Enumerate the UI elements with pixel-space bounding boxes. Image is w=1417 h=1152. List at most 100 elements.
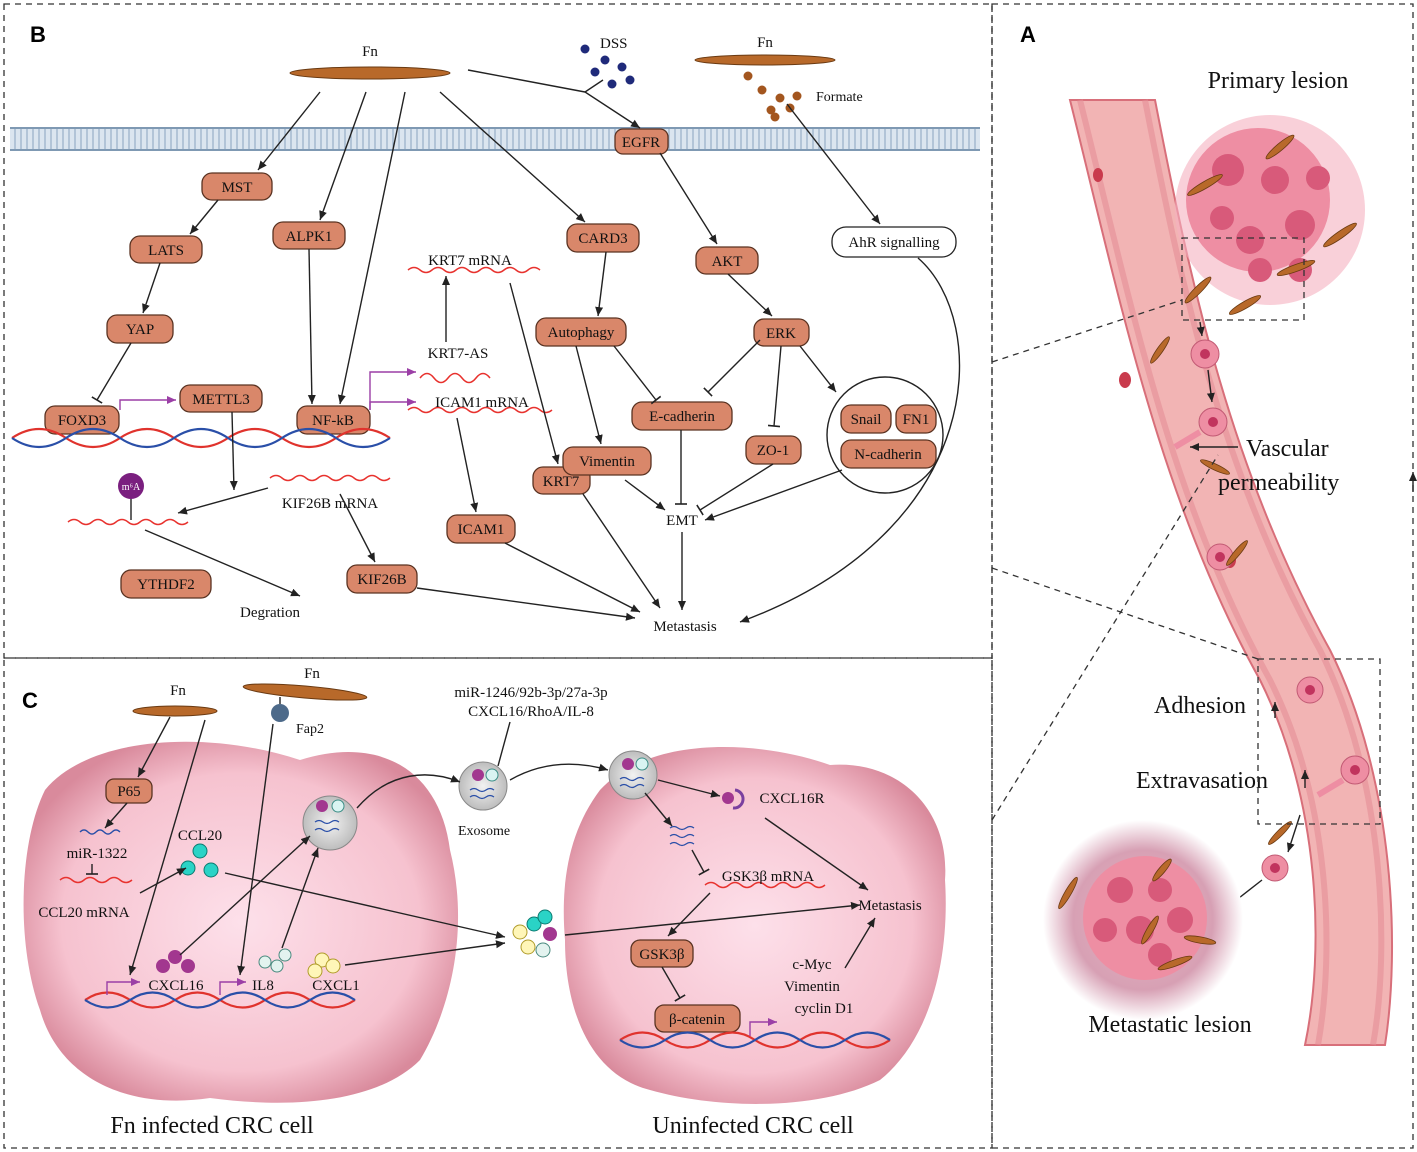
panel-c-label: C bbox=[22, 688, 38, 713]
m6a-mark bbox=[118, 473, 144, 499]
pathway-arrows-b bbox=[91, 91, 961, 623]
dss-particles bbox=[580, 44, 635, 89]
krt7-mrna-strand bbox=[407, 266, 541, 274]
cxcl16r-ligand bbox=[722, 792, 734, 804]
cxcl16-molecules bbox=[156, 950, 195, 973]
metastatic-lesion-tumor bbox=[1083, 856, 1207, 980]
mir1322-label: miR-1322 bbox=[67, 846, 128, 862]
permeability-label: permeability bbox=[1218, 470, 1339, 496]
formate-particles bbox=[743, 71, 802, 122]
fn-bacteria-primary bbox=[1184, 134, 1357, 315]
exosome bbox=[458, 761, 508, 811]
ahr-node: AhR signalling bbox=[848, 235, 940, 251]
lats-node: LATS bbox=[148, 243, 184, 259]
krt7-as-label: KRT7-AS bbox=[428, 346, 489, 362]
erk-node: ERK bbox=[766, 326, 796, 342]
m6a-label: m⁶A bbox=[122, 482, 141, 493]
fn-c-label-2: Fn bbox=[304, 666, 320, 682]
fn-c-shape-2 bbox=[242, 683, 368, 701]
fap2-label: Fap2 bbox=[296, 722, 324, 737]
nfkb-node: NF-kB bbox=[312, 413, 354, 429]
cxcl1-molecules bbox=[307, 952, 341, 979]
vascular-label: Vascular bbox=[1246, 436, 1329, 462]
bcatenin-box bbox=[654, 1004, 741, 1033]
degration-label: Degration bbox=[240, 605, 300, 621]
fn1-node: FN1 bbox=[903, 412, 930, 428]
ccl20-label: CCL20 bbox=[178, 828, 222, 844]
uninfected-cell bbox=[563, 747, 946, 1104]
gsk3b-node: GSK3β bbox=[639, 947, 684, 963]
card3-node: CARD3 bbox=[578, 231, 627, 247]
icam1-node: ICAM1 bbox=[458, 522, 505, 538]
snail-node: Snail bbox=[851, 412, 882, 428]
infected-cell-caption: Fn infected CRC cell bbox=[110, 1113, 314, 1139]
fn-label-2: Fn bbox=[757, 35, 773, 51]
fn-bacteria-metastatic bbox=[1058, 858, 1217, 971]
dna-strand-b bbox=[11, 427, 391, 449]
p65-box bbox=[105, 778, 153, 804]
foxd3-node: FOXD3 bbox=[58, 413, 106, 429]
primary-lesion-tumor bbox=[1175, 115, 1365, 305]
icam1-mrna-label: ICAM1 mRNA bbox=[435, 395, 529, 411]
krt7-node: KRT7 bbox=[543, 474, 580, 490]
panel-a: Primary lesion bbox=[991, 68, 1417, 1046]
krt7-as-strand bbox=[419, 372, 491, 384]
emt-label: EMT bbox=[666, 513, 698, 529]
mst-node: MST bbox=[222, 180, 253, 196]
vimentin-c-label: Vimentin bbox=[784, 979, 840, 995]
cell-membrane bbox=[10, 128, 980, 150]
adhesion-label: Adhesion bbox=[1154, 693, 1246, 719]
infected-cell bbox=[23, 741, 459, 1103]
metastatic-lesion-label: Metastatic lesion bbox=[1088, 1012, 1251, 1038]
il8-label: IL8 bbox=[252, 978, 274, 994]
alpk1-node: ALPK1 bbox=[286, 229, 333, 245]
panel-b-label: B bbox=[30, 22, 46, 47]
cxcl16r-label: CXCL16R bbox=[759, 791, 824, 807]
panel-frames bbox=[3, 3, 1414, 1149]
zo1-node: ZO-1 bbox=[757, 443, 790, 459]
kif26b-mrna-label: KIF26B mRNA bbox=[282, 496, 378, 512]
pathway-arrows-c bbox=[86, 716, 876, 1002]
gsk3b-mrna-label: GSK3β mRNA bbox=[722, 869, 814, 885]
autophagy-node: Autophagy bbox=[548, 325, 615, 341]
p65-node: P65 bbox=[117, 784, 140, 800]
panel-c: Fn Fn Fap2 P65 miR-1322 CCL20 mRNA CCL20… bbox=[23, 666, 946, 1139]
dna-strand-c2 bbox=[619, 1031, 891, 1049]
fn-c-shape-1 bbox=[132, 705, 218, 717]
panel-a-label: A bbox=[1020, 22, 1036, 47]
uninfected-cell-caption: Uninfected CRC cell bbox=[652, 1113, 854, 1139]
cyclind1-label: cyclin D1 bbox=[795, 1001, 854, 1017]
uptaken-exosome bbox=[608, 750, 658, 800]
ccl20-mrna-label: CCL20 mRNA bbox=[38, 905, 129, 921]
mir-list-line1: miR-1246/92b-3p/27a-3p bbox=[454, 685, 607, 701]
icam1-mrna-strand bbox=[407, 406, 553, 414]
cxcl16-label: CXCL16 bbox=[148, 978, 204, 994]
yap-node: YAP bbox=[126, 322, 154, 338]
ncadherin-node: N-cadherin bbox=[854, 447, 922, 463]
b-boxes bbox=[44, 128, 957, 599]
ythdf2-node: YTHDF2 bbox=[137, 577, 195, 593]
akt-node: AKT bbox=[712, 254, 743, 270]
kif26b-mrna-strand bbox=[269, 474, 391, 482]
vimentin-node: Vimentin bbox=[579, 454, 635, 470]
metastasis-label-b: Metastasis bbox=[653, 619, 716, 635]
metastasis-label-c: Metastasis bbox=[858, 898, 921, 914]
primary-lesion-label: Primary lesion bbox=[1208, 68, 1349, 94]
exosome-label: Exosome bbox=[458, 824, 510, 839]
emt-tf-cluster bbox=[826, 376, 944, 494]
egfr-node: EGFR bbox=[622, 135, 660, 151]
krt7-mrna-label: KRT7 mRNA bbox=[428, 253, 512, 269]
formate-label: Formate bbox=[816, 90, 863, 105]
extravasation-label: Extravasation bbox=[1136, 768, 1268, 794]
cxcl1-label: CXCL1 bbox=[312, 978, 360, 994]
fn-bacterium-shape bbox=[289, 66, 451, 80]
fn-bacterium-shape-2 bbox=[694, 54, 836, 66]
il8-molecules bbox=[258, 948, 292, 973]
methylated-mrna-strand bbox=[67, 518, 189, 526]
mettl3-node: METTL3 bbox=[192, 392, 250, 408]
mir-list-line2: CXCL16/RhoA/IL-8 bbox=[468, 704, 594, 720]
panel-b: Fn Fn DSS Formate bbox=[10, 35, 980, 635]
bcatenin-node: β-catenin bbox=[669, 1012, 725, 1028]
